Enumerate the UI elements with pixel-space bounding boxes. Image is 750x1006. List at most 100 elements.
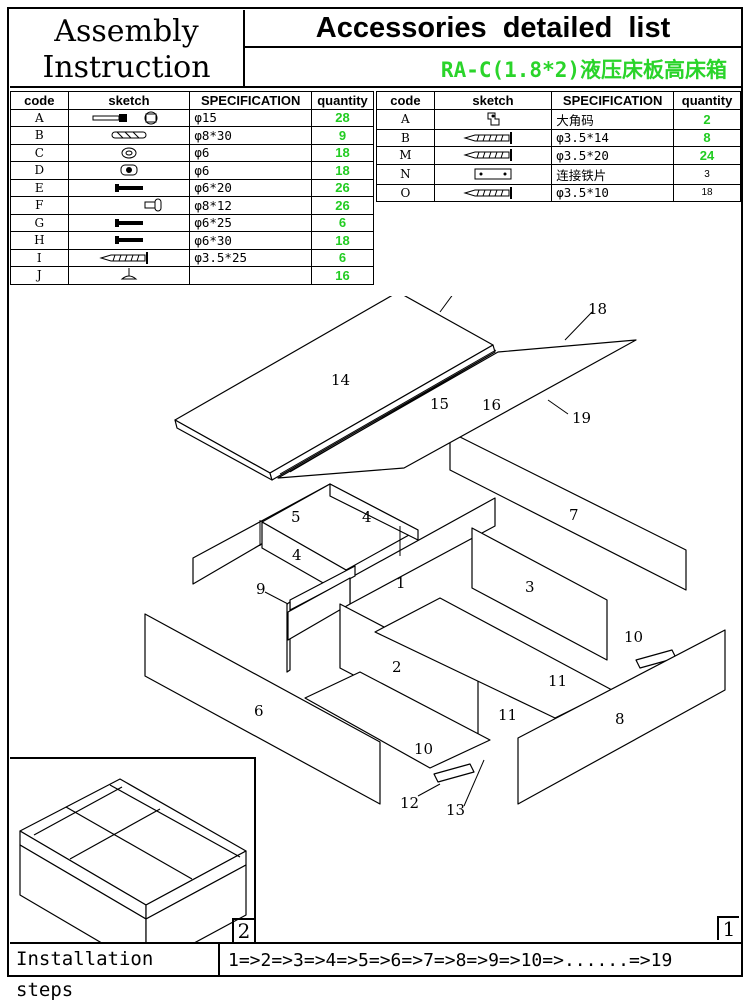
part-label-8: 8 [615,710,625,728]
code-cell: D [10,161,69,180]
part-label-10b: 10 [414,740,433,758]
code-cell: I [10,248,69,267]
spec-cell: φ6 [189,143,313,162]
part-label-11b: 11 [498,706,517,724]
part-label-19: 19 [572,409,591,427]
part-label-16: 16 [482,396,501,414]
table-row: J 16 [10,266,374,285]
code-cell: O [376,183,435,202]
spec-cell: φ3.5*20 [551,146,675,165]
washer-icon [67,143,191,162]
table-row: D φ6 18 [10,161,374,180]
figure-number-1: 1 [717,916,739,940]
header-spec: SPECIFICATION [551,91,675,110]
corner-code-icon [433,108,553,130]
code-cell: B [10,126,69,145]
screw-icon [67,248,191,267]
code-cell: N [376,163,435,185]
spec-cell: φ8*30 [189,126,313,145]
code-cell: E [10,178,69,197]
spec-cell: φ3.5*14 [551,128,675,147]
spec-cell: 大角码 [551,108,675,130]
part-label-15: 15 [430,395,449,413]
part-label-5: 5 [291,508,301,526]
spec-cell: φ3.5*25 [189,248,313,267]
qty-cell: 3 [673,163,741,185]
qty-cell: 26 [311,178,374,197]
part-label-18: 18 [588,300,607,318]
assembled-bed-drawing [19,778,247,970]
table-row: A 大角码 2 [376,108,741,130]
exploded-bed-diagram: 1 2 3 4 4 5 6 7 8 9 10 10 11 11 12 13 14… [144,296,726,819]
bolt-icon [67,178,191,197]
bolt-icon [67,231,191,250]
part-label-3: 3 [525,578,535,596]
assembled-view-inset: 2 [10,757,256,970]
header-qty: quantity [673,91,741,110]
model-code: RA-C(1.8*2)液压床板高床箱 [440,58,727,82]
spec-cell: φ15 [189,108,313,127]
qty-cell: 18 [673,183,741,202]
accessories-table-right: code sketch SPECIFICATION quantity A 大角码… [376,91,741,202]
code-cell: G [10,213,69,232]
code-cell: F [10,196,69,215]
spec-cell: φ3.5*10 [551,183,675,202]
part-label-11a: 11 [548,672,567,690]
title-line-2: Instruction [42,50,211,85]
installation-steps-sequence: 1=>2=>3=>4=>5=>6=>7=>8=>9=>10=>......=>1… [228,950,673,971]
part-label-12: 12 [400,794,419,812]
code-cell: A [376,108,435,130]
part-label-1: 1 [396,574,406,592]
header-code: code [376,91,435,110]
screw-icon [433,183,553,202]
qty-cell: 2 [673,108,741,130]
table-row: G φ6*25 6 [10,213,374,232]
header-code: code [10,91,69,110]
header-spec: SPECIFICATION [189,91,313,110]
table-row: B φ8*30 9 [10,126,374,145]
installation-steps-bar: Installation steps 1=>2=>3=>4=>5=>6=>7=>… [10,942,741,1001]
code-cell: J [10,266,69,285]
part-label-13: 13 [446,801,465,819]
code-cell: B [376,128,435,147]
diagram-labels: 1 2 3 4 4 5 6 7 8 9 10 10 11 11 12 13 14… [254,300,643,819]
table-row: H φ6*30 18 [10,231,374,250]
table-row: O φ3.5*10 18 [376,183,741,202]
spec-cell: φ6*30 [189,231,313,250]
accessories-title: Accessories detailed list [245,10,741,48]
spec-cell: 连接铁片 [551,163,675,185]
qty-cell: 8 [673,128,741,147]
spec-cell [189,266,313,285]
part-label-9: 9 [256,580,266,598]
qty-cell: 16 [311,266,374,285]
title-line-1: Assembly [54,14,199,49]
table-row: E φ6*20 26 [10,178,374,197]
screw-icon [433,128,553,147]
qty-cell: 6 [311,213,374,232]
table-row: A φ15 28 [10,108,374,127]
installation-steps-label: Installation steps [10,944,220,1001]
qty-cell: 9 [311,126,374,145]
qty-cell: 26 [311,196,374,215]
code-cell: A [10,108,69,127]
page-frame [7,7,743,977]
qty-cell: 6 [311,248,374,267]
qty-cell: 28 [311,108,374,127]
screw-icon [433,146,553,165]
dowel-icon [67,126,191,145]
qty-cell: 18 [311,143,374,162]
header-qty: quantity [311,91,374,110]
code-cell: C [10,143,69,162]
table-row: M φ3.5*20 24 [376,146,741,165]
qty-cell: 18 [311,231,374,250]
table-row: I φ3.5*25 6 [10,248,374,267]
qty-cell: 24 [673,146,741,165]
qty-cell: 18 [311,161,374,180]
table-row: N 连接铁片 3 [376,163,741,185]
assembly-instruction-title: Assembly Instruction [10,10,245,88]
part-label-4b: 4 [292,546,302,564]
insert-nut-icon [67,196,191,215]
cam-bolt-icon [67,108,191,127]
part-label-4a: 4 [362,508,372,526]
code-cell: H [10,231,69,250]
